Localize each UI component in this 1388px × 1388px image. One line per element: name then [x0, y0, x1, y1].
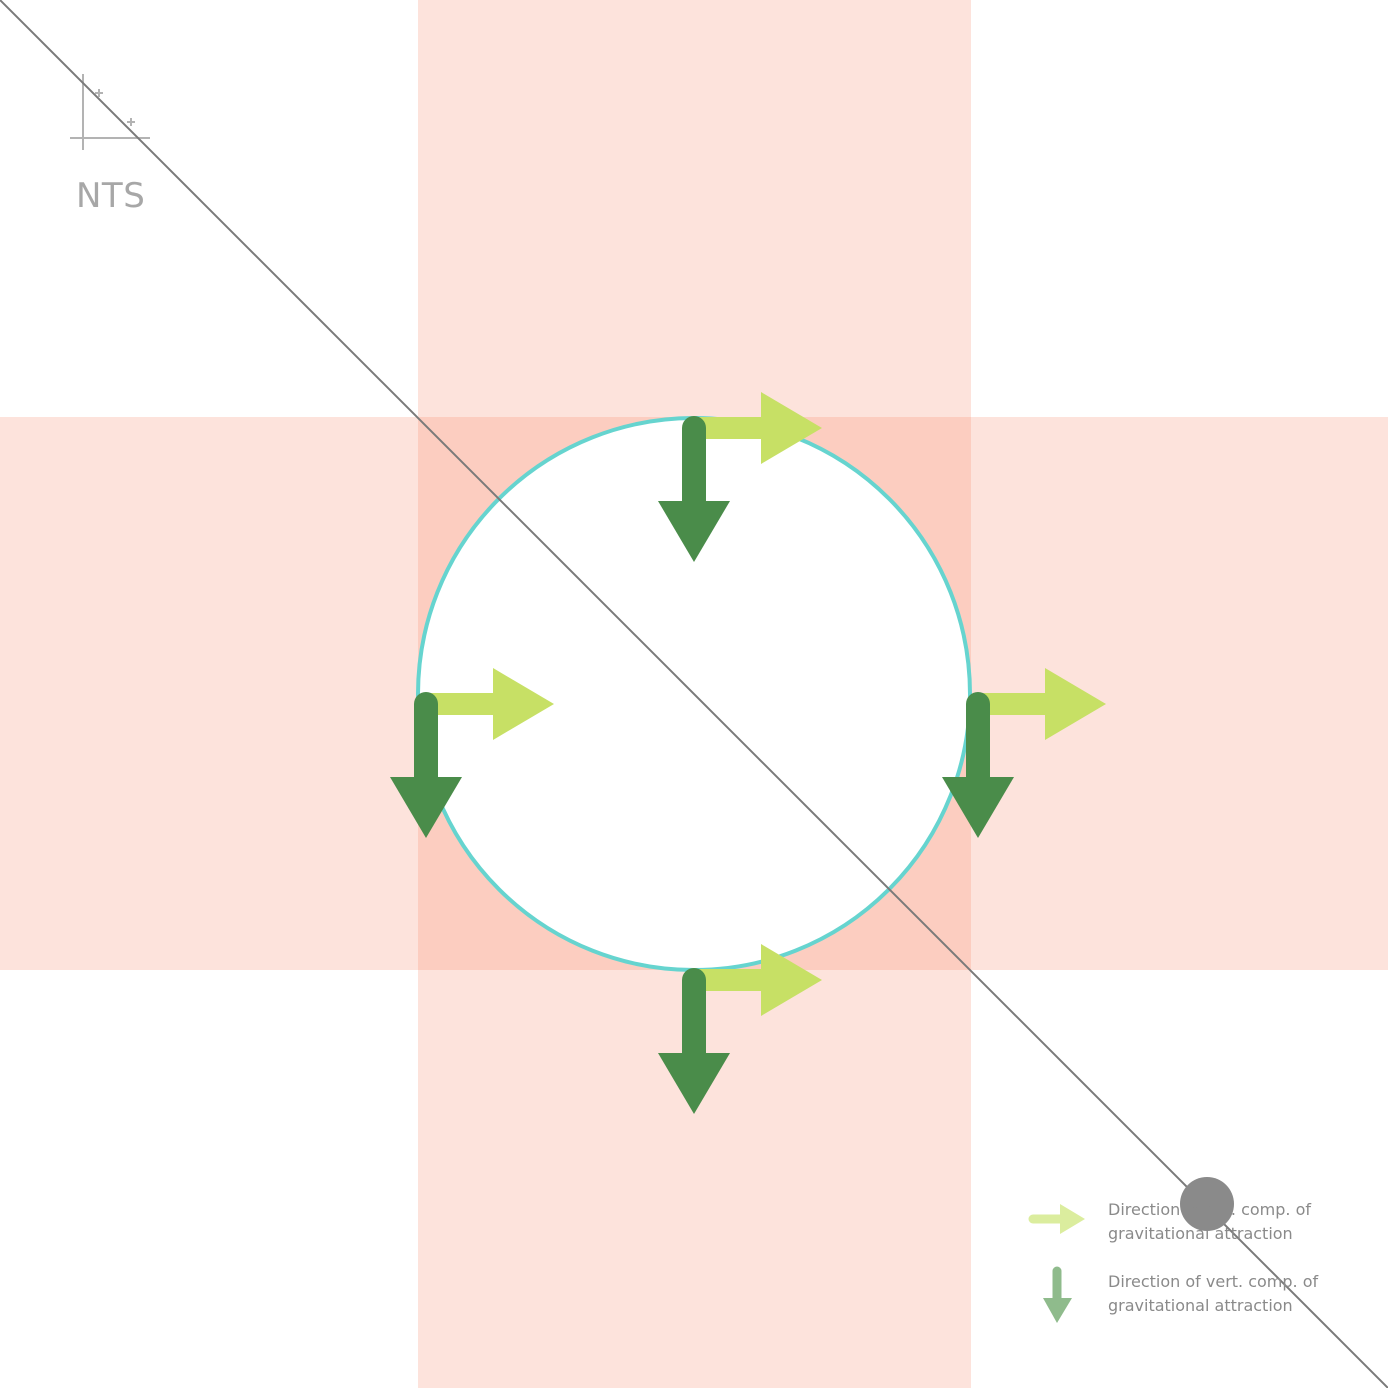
legend-horizontal-line1: Direction of hor. comp. of — [1108, 1200, 1312, 1219]
scale-note: NTS — [76, 176, 146, 216]
horizontal-arrow-bottom — [694, 944, 822, 1016]
legend-vertical-arrow-icon — [1043, 1266, 1072, 1323]
horizontal-arrow-top — [694, 392, 822, 464]
horizontal-arrow-left — [426, 668, 554, 740]
arrow-group — [390, 392, 1106, 1114]
legend-vertical-line2: gravitational attraction — [1108, 1296, 1293, 1315]
horizontal-arrow-right — [978, 668, 1106, 740]
legend-horizontal-label: Direction of hor. comp. of gravitational… — [1108, 1198, 1378, 1246]
legend-horizontal-line2: gravitational attraction — [1108, 1224, 1293, 1243]
legend-vertical-label: Direction of vert. comp. of gravitationa… — [1108, 1270, 1378, 1318]
vertical-arrow-left — [390, 692, 462, 838]
vertical-arrow-right — [942, 692, 1014, 838]
legend-vertical-line1: Direction of vert. comp. of — [1108, 1272, 1319, 1291]
vertical-arrow-top — [658, 416, 730, 562]
marker-dot — [1180, 1177, 1234, 1231]
legend-horizontal-arrow-icon — [1028, 1204, 1085, 1234]
vertical-arrow-bottom — [658, 968, 730, 1114]
